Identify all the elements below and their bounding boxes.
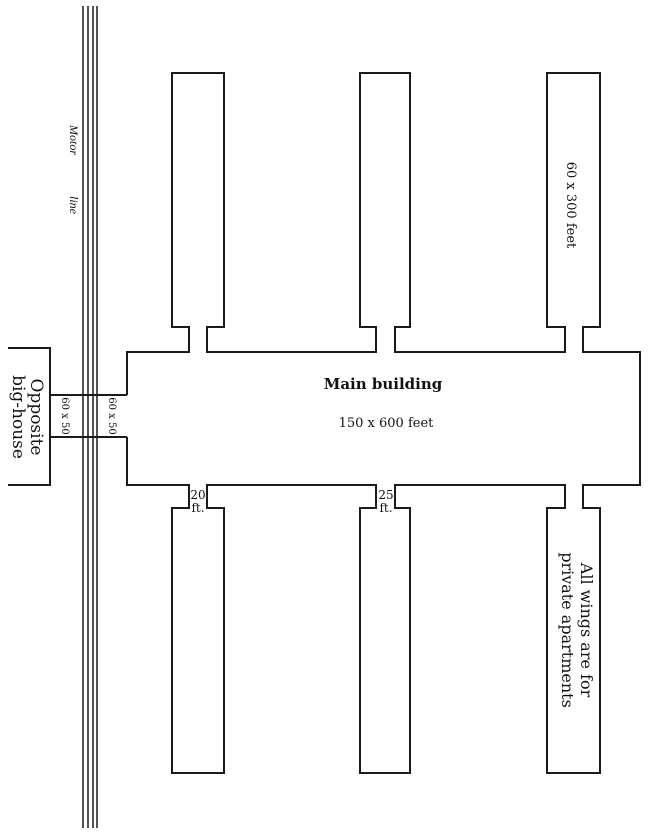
motor-line-label-2: line	[67, 196, 81, 215]
opposite-label-line-2: big-house	[8, 375, 28, 459]
wing-dimension-label: 60 x 300 feet	[563, 162, 578, 249]
connector-dimension-label-1: 60 x 50	[59, 397, 70, 434]
connector-passage	[49, 394, 127, 438]
connector-dimension-label-2: 60 x 50	[106, 397, 117, 434]
main-building-outline	[126, 72, 641, 774]
motor-line-rails	[82, 6, 98, 828]
opposite-label-line-1: Opposite	[26, 379, 46, 456]
wings-note-line-2: private apartments	[558, 552, 577, 708]
main-building-title: Main building	[324, 375, 443, 393]
gap-label-20-number: 20	[190, 488, 205, 502]
main-building-dimensions: 150 x 600 feet	[339, 416, 435, 431]
wings-note-line-1: All wings are for	[577, 562, 596, 698]
gap-label-20-unit: ft.	[191, 501, 204, 515]
gap-label-25-number: 25	[378, 488, 393, 502]
gap-label-25-unit: ft.	[379, 501, 392, 515]
motor-line-label-1: Motor	[67, 124, 81, 155]
